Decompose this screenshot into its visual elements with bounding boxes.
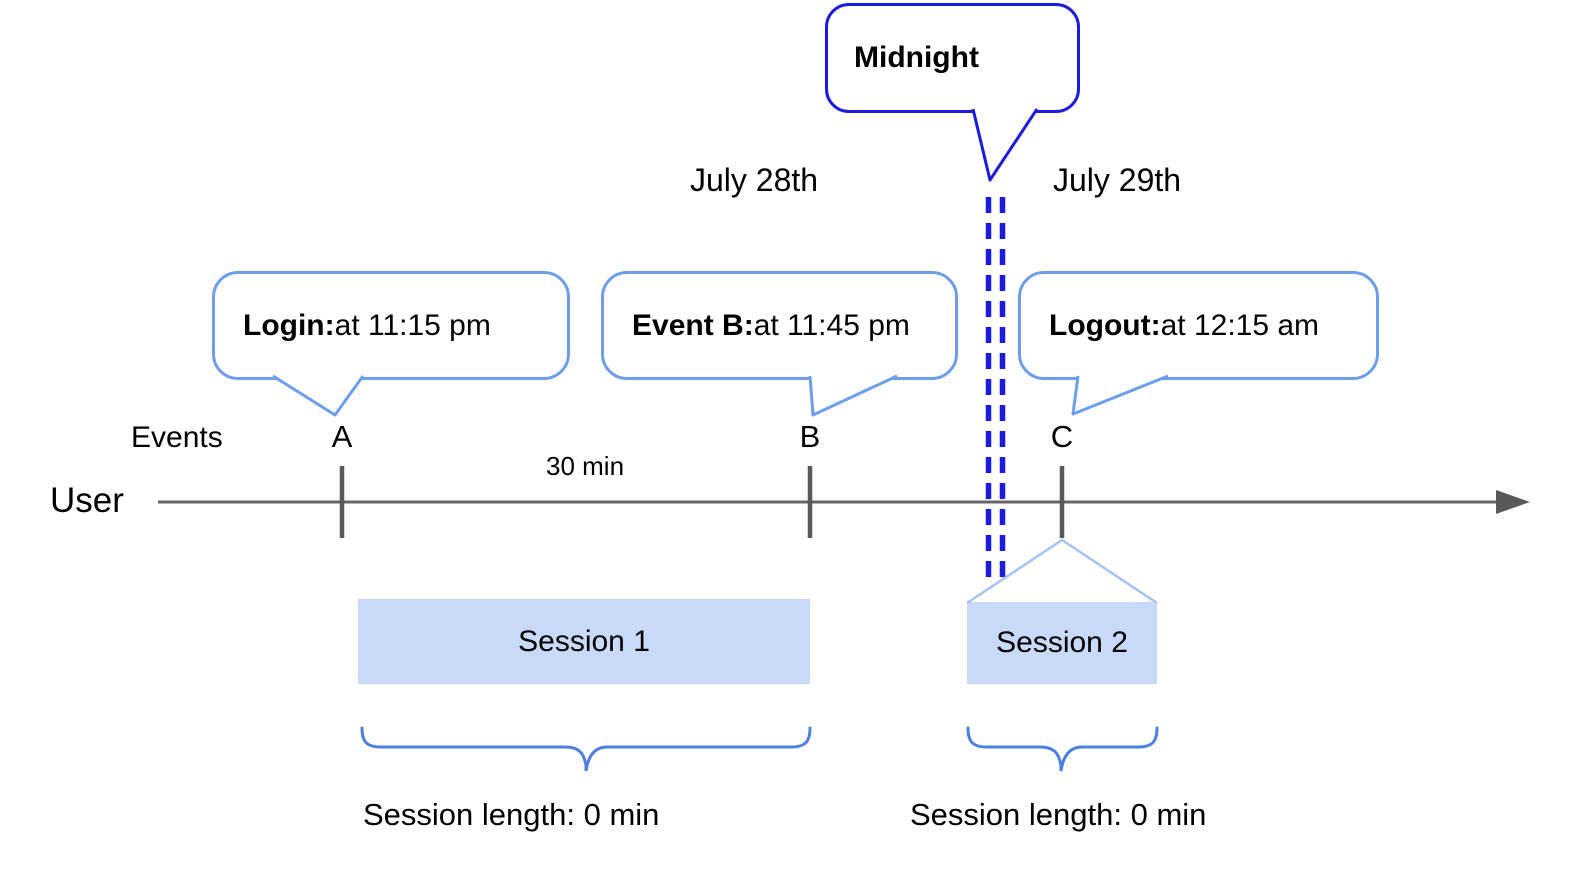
login-callout-bold: Login: <box>243 308 335 342</box>
session-1-box: Session 1 <box>358 599 810 684</box>
timeline-arrowhead-icon <box>1496 490 1530 514</box>
session-2-label: Session 2 <box>996 626 1128 659</box>
event-marker-a-label: A <box>331 419 353 454</box>
events-axis-label: Events <box>131 421 223 454</box>
event-b-callout-tail <box>808 374 898 417</box>
event-b-callout-bubble: Event B: at 11:45 pm <box>601 271 958 380</box>
logout-callout-tail <box>1071 374 1169 416</box>
midnight-callout-tail <box>971 108 1039 182</box>
event-marker-b-label: B <box>799 419 821 454</box>
login-callout-tail <box>272 374 365 417</box>
session-2-brace <box>966 726 1159 772</box>
midnight-callout-label: Midnight <box>854 41 979 74</box>
midnight-callout-bubble: Midnight <box>825 3 1080 113</box>
event-b-callout-bold: Event B: <box>632 308 754 342</box>
logout-callout-bold: Logout: <box>1049 308 1161 342</box>
date-label-july-28: July 28th <box>690 162 819 198</box>
interval-30min-label: 30 min <box>546 451 625 481</box>
session-1-brace <box>360 726 812 772</box>
session-1-length-label: Session length: 0 min <box>363 797 660 832</box>
logout-callout-bubble: Logout: at 12:15 am <box>1018 271 1379 380</box>
session-1-label: Session 1 <box>518 624 650 658</box>
event-c-session-2-connector <box>966 538 1158 605</box>
event-marker-c-label: C <box>1050 419 1074 454</box>
user-row-label: User <box>50 481 124 520</box>
session-2-length-label: Session length: 0 min <box>910 797 1207 832</box>
session-2-box: Session 2 <box>967 602 1157 684</box>
event-b-callout-text: at 11:45 pm <box>753 308 910 342</box>
logout-callout-text: at 12:15 am <box>1160 308 1320 342</box>
date-label-july-29: July 29th <box>1053 162 1182 198</box>
login-callout-text: at 11:15 pm <box>334 308 491 342</box>
login-callout-bubble: Login: at 11:15 pm <box>212 271 570 380</box>
